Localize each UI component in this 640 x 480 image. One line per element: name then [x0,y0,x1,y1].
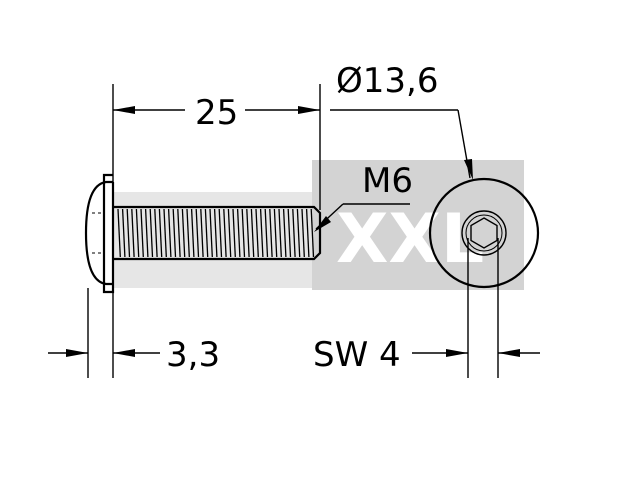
thread-line [278,208,282,258]
thread-line [167,208,172,258]
diameter-dimension: Ø13,6 [330,61,473,180]
arrow [113,349,135,357]
thread-hatching [117,208,315,258]
thread-line [195,208,200,258]
thread-line [232,208,236,258]
thread-dimension: M6 [314,161,413,232]
thread-line [246,208,250,258]
watermark-text: XXL [336,200,484,279]
arrow [314,216,331,232]
thread-line [135,208,140,258]
thread-line [292,208,296,258]
thread-line [200,208,204,258]
thread-line [121,208,126,258]
thread-line [241,208,246,258]
socket-dimension: SW 4 [313,238,540,378]
thread-line [269,208,273,258]
socket-label: SW 4 [313,335,401,375]
thread-line [131,208,135,258]
length-label: 25 [195,93,238,133]
arrow [66,349,88,357]
thread-line [186,208,190,258]
thread-line [287,208,292,258]
thread-line [172,208,177,258]
arrow [113,106,135,114]
thread-line [117,208,121,258]
screw-side-view [84,173,322,294]
thread-line [149,208,154,258]
thread-line [213,208,218,258]
thread-line [177,208,181,258]
thread-line [144,208,149,258]
diameter-label: Ø13,6 [336,61,438,101]
thread-line [223,208,227,258]
thread-line [190,208,195,258]
thread-line [154,208,158,258]
thread-line [305,208,310,258]
thread-line [310,208,315,258]
thread-line [163,208,167,258]
arrow [298,106,320,114]
thread-line [181,208,186,258]
head-height-dimension: 3,3 [48,288,220,378]
thread-line [218,208,223,258]
arrow [498,349,520,357]
length-dimension: 25 [112,84,321,210]
thread-line [158,208,163,258]
thread-line [209,208,213,258]
thread-line [250,208,255,258]
screw-end-view [428,177,540,289]
thread-line [296,208,301,258]
thread-line [236,208,241,258]
thread-label: M6 [362,161,413,201]
hex-socket [470,217,498,249]
thread-line [204,208,209,258]
thread-line [273,208,278,258]
thread-line [255,208,259,258]
thread-line [140,208,144,258]
thread-line [259,208,264,258]
thread-line [301,208,305,258]
head-height-label: 3,3 [166,335,220,375]
arrow [446,349,468,357]
thread-line [282,208,287,258]
thread-line [264,208,269,258]
thread-line [126,208,131,258]
thread-line [227,208,232,258]
arrow [464,159,473,180]
